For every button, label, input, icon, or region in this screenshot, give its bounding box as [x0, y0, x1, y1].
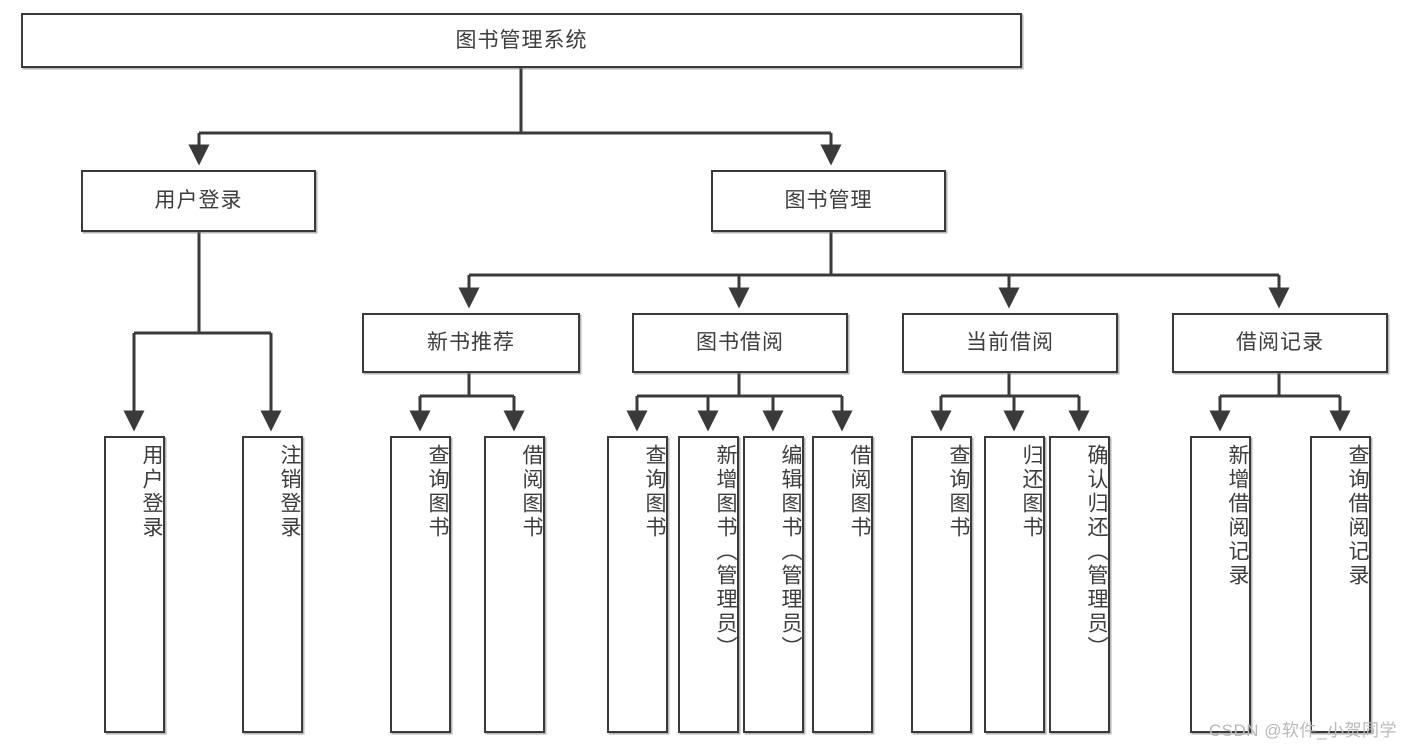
node-borrow-record-label: 借阅记录: [1236, 331, 1324, 355]
node-root[interactable]: 图书管理系统: [21, 13, 1022, 68]
watermark-text: CSDN @软件_小贺同学: [1208, 721, 1397, 740]
node-leaf-borrow-book-2[interactable]: 借阅图书: [812, 436, 873, 733]
node-leaf-logout-login-label: 注销登录: [278, 444, 301, 540]
node-user-login[interactable]: 用户登录: [81, 170, 316, 232]
node-leaf-user-login[interactable]: 用户登录: [104, 436, 165, 733]
node-new-book-recommend[interactable]: 新书推荐: [362, 313, 580, 373]
node-leaf-add-book-label: 新增图书（管理员）: [714, 444, 737, 660]
node-current-borrow[interactable]: 当前借阅: [902, 313, 1118, 373]
node-leaf-borrow-book-2-label: 借阅图书: [848, 444, 871, 540]
node-leaf-query-book-2[interactable]: 查询图书: [607, 436, 668, 733]
node-leaf-edit-book[interactable]: 编辑图书（管理员）: [743, 436, 804, 733]
node-root-label: 图书管理系统: [455, 28, 588, 52]
node-leaf-return-book[interactable]: 归还图书: [984, 436, 1045, 733]
node-leaf-query-book-1-label: 查询图书: [426, 444, 449, 540]
node-leaf-confirm-return[interactable]: 确认归还（管理员）: [1049, 436, 1110, 733]
node-leaf-add-record[interactable]: 新增借阅记录: [1190, 436, 1251, 733]
node-leaf-query-record[interactable]: 查询借阅记录: [1310, 436, 1371, 733]
node-leaf-logout-login[interactable]: 注销登录: [242, 436, 303, 733]
node-current-borrow-label: 当前借阅: [966, 331, 1054, 355]
node-book-borrow-label: 图书借阅: [696, 331, 784, 355]
node-leaf-borrow-book-1-label: 借阅图书: [520, 444, 543, 540]
node-leaf-query-book-3[interactable]: 查询图书: [911, 436, 972, 733]
node-leaf-add-book[interactable]: 新增图书（管理员）: [678, 436, 739, 733]
node-leaf-user-login-label: 用户登录: [140, 444, 163, 540]
node-book-borrow[interactable]: 图书借阅: [632, 313, 848, 373]
node-leaf-add-record-label: 新增借阅记录: [1226, 444, 1249, 588]
node-leaf-query-record-label: 查询借阅记录: [1346, 444, 1369, 588]
node-user-login-label: 用户登录: [154, 189, 243, 213]
node-leaf-query-book-1[interactable]: 查询图书: [390, 436, 451, 733]
node-borrow-record[interactable]: 借阅记录: [1172, 313, 1388, 373]
node-leaf-confirm-return-label: 确认归还（管理员）: [1085, 444, 1108, 660]
node-leaf-query-book-3-label: 查询图书: [947, 444, 970, 540]
node-leaf-query-book-2-label: 查询图书: [643, 444, 666, 540]
node-leaf-borrow-book-1[interactable]: 借阅图书: [484, 436, 545, 733]
node-book-manage[interactable]: 图书管理: [711, 170, 946, 232]
node-new-book-recommend-label: 新书推荐: [427, 331, 515, 355]
node-leaf-edit-book-label: 编辑图书（管理员）: [779, 444, 802, 660]
node-book-manage-label: 图书管理: [784, 189, 873, 213]
node-leaf-return-book-label: 归还图书: [1020, 444, 1043, 540]
